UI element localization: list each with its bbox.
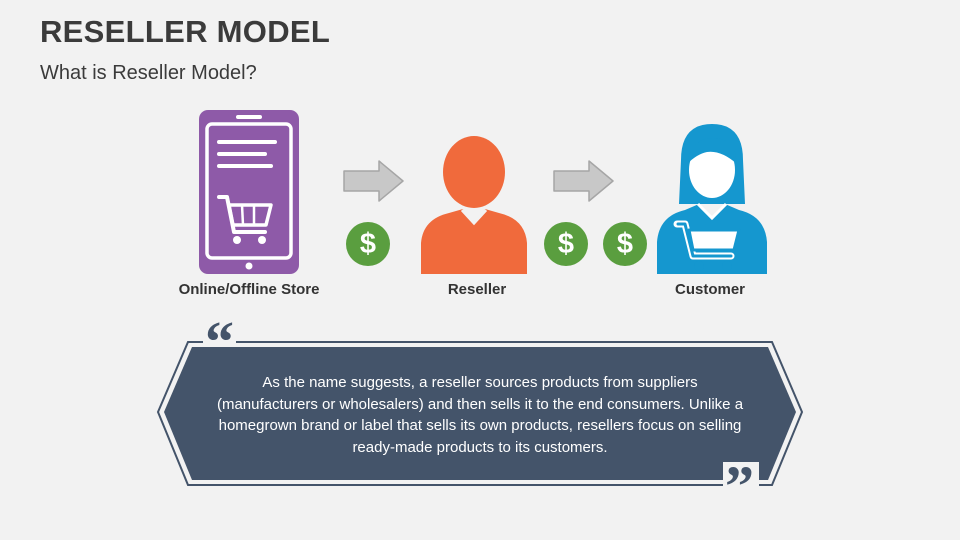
dollar-icon-3: $ [603, 222, 647, 266]
flow-arrow-2 [553, 160, 614, 202]
reseller-person-icon [421, 136, 527, 274]
reseller-label: Reseller [447, 281, 507, 298]
mobile-store-icon [199, 110, 299, 274]
dollar-icon-1: $ [346, 222, 390, 266]
dollar-icon-2: $ [544, 222, 588, 266]
quote-text: As the name suggests, a reseller sources… [216, 374, 744, 456]
customer-person-icon [657, 124, 767, 274]
customer-label: Customer [674, 281, 745, 298]
page-subtitle: What is Reseller Model? [40, 62, 257, 84]
store-label: Online/Offline Store [178, 281, 320, 298]
page-title: RESELLER MODEL [40, 14, 331, 49]
close-quote-icon: ” [723, 458, 759, 516]
quote-banner [156, 341, 804, 486]
open-quote-icon: “ [203, 309, 236, 374]
flow-arrow-1 [343, 160, 404, 202]
